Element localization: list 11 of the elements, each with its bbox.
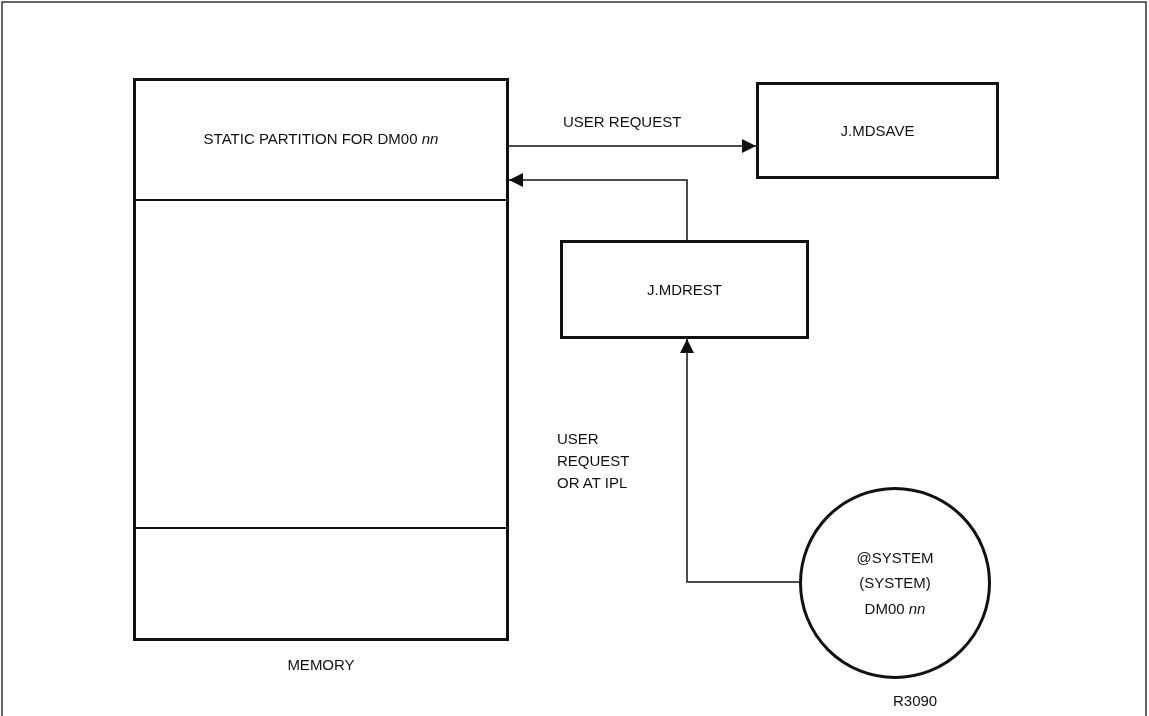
file-name: @SYSTEM (SYSTEM) DM00 nn bbox=[855, 547, 935, 619]
program-box bbox=[560, 240, 809, 339]
program-name: J.MDREST bbox=[647, 279, 722, 300]
memory-caption: MEMORY bbox=[286, 655, 356, 675]
arrow bbox=[508, 139, 757, 153]
program-name: J.MDSAVE bbox=[840, 120, 915, 141]
program-box bbox=[756, 82, 999, 179]
file-circle bbox=[799, 487, 991, 679]
arrow bbox=[680, 338, 800, 583]
partition-label: STATIC PARTITION FOR DM00 nn bbox=[203, 128, 439, 149]
arrow bbox=[508, 173, 688, 241]
